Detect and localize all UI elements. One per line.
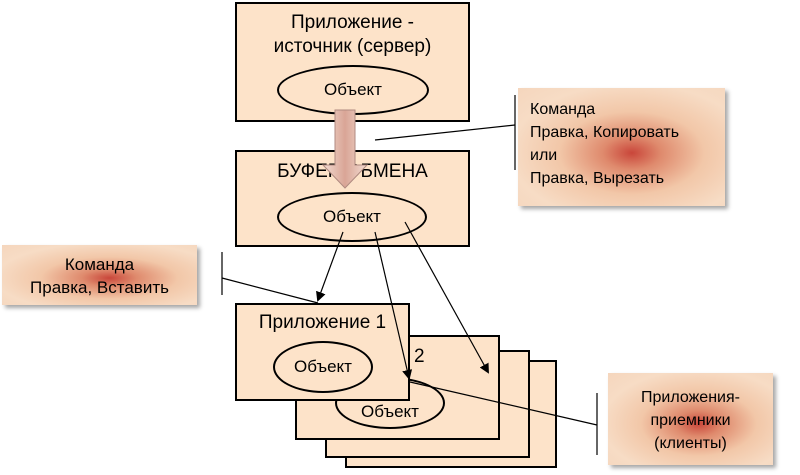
copy-down-arrow bbox=[321, 109, 369, 189]
receivers-note-leader bbox=[409, 381, 598, 426]
app1-object-label: Объект bbox=[294, 357, 352, 376]
receivers-note-line3: (клиенты) bbox=[654, 435, 727, 452]
arrow-to-app3 bbox=[404, 221, 489, 374]
copy-note-line3: или bbox=[530, 147, 558, 164]
source-app-box: Приложение - источник (сервер) Объект bbox=[235, 2, 470, 122]
receivers-note-line1: Приложения- bbox=[641, 389, 740, 406]
copy-note-line2: Правка, Копировать bbox=[530, 124, 680, 141]
arrow-to-app1 bbox=[316, 231, 344, 302]
paste-note-leader bbox=[221, 277, 319, 304]
receiver-apps-note: Приложения- приемники (клиенты) bbox=[608, 373, 773, 465]
receivers-note-line2: приемники bbox=[650, 412, 731, 429]
app1-title: Приложение 1 bbox=[258, 312, 387, 333]
source-object-label: Объект bbox=[324, 80, 382, 99]
paste-note-line2: Правка, Вставить bbox=[30, 278, 169, 297]
copy-note-line4: Правка, Вырезать bbox=[530, 170, 665, 187]
paste-note-line1: Команда bbox=[64, 255, 135, 274]
arrow-to-app2 bbox=[374, 231, 413, 380]
source-app-title-line1: Приложение - bbox=[290, 12, 415, 33]
clipboard-object-ellipse: Объект bbox=[277, 192, 427, 242]
source-object-ellipse: Объект bbox=[277, 65, 429, 115]
copy-note-leader bbox=[374, 124, 516, 141]
copy-note-line1: Команда bbox=[530, 101, 596, 118]
receiver-app-box-1: Приложение 1 Объект bbox=[235, 303, 410, 401]
source-app-title-line2: источник (сервер) bbox=[273, 36, 432, 57]
app1-object-ellipse: Объект bbox=[273, 341, 373, 393]
clipboard-object-label: Объект bbox=[323, 207, 381, 226]
app2-object-label: Объект bbox=[361, 402, 419, 421]
paste-command-note: Команда Правка, Вставить bbox=[2, 245, 197, 305]
copy-cut-command-note: Команда Правка, Копировать или Правка, В… bbox=[518, 88, 725, 206]
